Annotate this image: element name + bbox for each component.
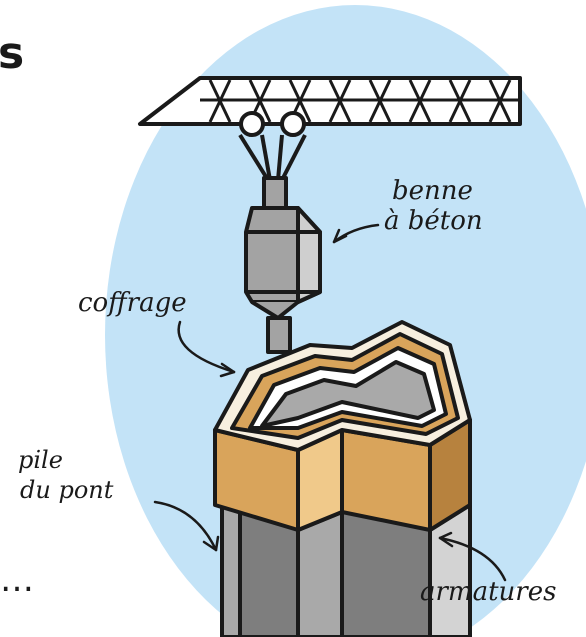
crane-trolley xyxy=(238,111,307,182)
label-benne: benne xyxy=(392,176,473,206)
crane-jib xyxy=(138,76,522,126)
formwork xyxy=(213,320,472,532)
cut-off-text-top: s xyxy=(0,28,25,79)
label-armatures: armatures xyxy=(420,577,557,607)
label-a-beton: à béton xyxy=(384,206,483,236)
concrete-bucket xyxy=(244,176,322,354)
label-du-pont: du pont xyxy=(20,476,114,504)
label-coffrage: coffrage xyxy=(78,288,187,318)
pointer-arrows xyxy=(153,223,507,582)
cut-off-text-bottom: … xyxy=(0,560,34,600)
label-pile: pile xyxy=(18,446,63,474)
